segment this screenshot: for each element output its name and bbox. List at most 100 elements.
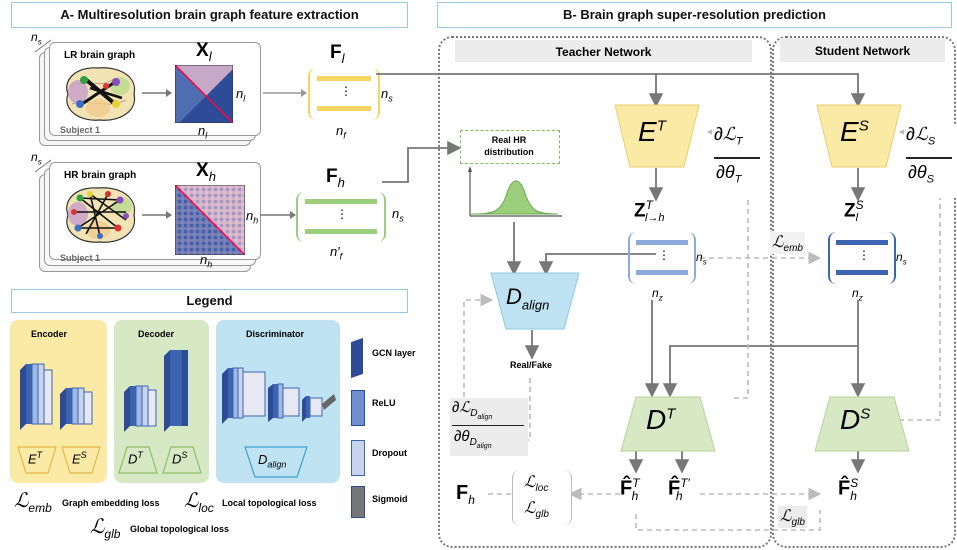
subject-1-label-b: Subject 1	[60, 253, 101, 263]
grad-dalign-fraction: ∂ℒDalign ∂θDalign	[450, 398, 528, 456]
lemb-legend-text: Graph embedding loss	[62, 498, 160, 508]
fh-hat-t-label: F̂Th	[620, 476, 640, 503]
fl-matrix: ⋮	[308, 68, 380, 120]
loss-bracket	[512, 470, 572, 526]
lr-adjacency-matrix	[175, 65, 233, 123]
encoder-label: Encoder	[31, 329, 68, 339]
sigmoid-swatch	[351, 486, 365, 518]
fh-input-label: Fh	[456, 482, 475, 507]
dt-decoder-shape	[620, 396, 716, 452]
real-hr-distribution-box	[460, 130, 560, 164]
zt-ns-label: ns	[696, 250, 707, 267]
nl-bottom-label: nl	[198, 123, 208, 141]
lglb-bracket-label: ℒglb	[524, 500, 549, 521]
ns-diagonal-arrow-bottom	[34, 159, 52, 173]
student-network-region	[772, 36, 956, 548]
subject-1-label-a: Subject 1	[60, 125, 101, 135]
fh-ns-label: ns	[392, 206, 404, 224]
hr-label: HR brain graph	[64, 170, 137, 181]
dt-legend-label: DT	[128, 450, 143, 467]
zs-nz-label: nz	[852, 286, 863, 303]
zt-nz-label: nz	[652, 286, 663, 303]
fh-hat-s-label: F̂Sh	[838, 476, 859, 503]
panel-b-title: B- Brain graph super-resolution predicti…	[437, 2, 952, 28]
zt-label: ZTl→h	[634, 198, 665, 225]
panel-a-title: A- Multiresolution brain graph feature e…	[11, 2, 408, 28]
fh-matrix: ⋮	[296, 192, 386, 242]
lglb-legend-text: Global topological loss	[130, 524, 230, 534]
zs-matrix: ⋮	[828, 232, 896, 284]
lloc-label: ℒloc	[524, 474, 549, 495]
hr-brain-graph-image	[66, 187, 136, 243]
grad-t-fraction: ∂ℒT ∂θT	[712, 124, 764, 198]
zt-matrix: ⋮	[628, 232, 696, 284]
arrow-matrix-to-fl	[263, 89, 307, 97]
arrow-hr-to-matrix	[142, 211, 172, 219]
arrow-hr-matrix-to-fh	[260, 211, 296, 219]
real-hr-distribution-label: Real HR distribution	[484, 135, 534, 157]
lemb-legend-symbol: ℒemb	[14, 490, 52, 515]
lemb-label: ℒemb	[770, 232, 805, 255]
real-fake-label: Real/Fake	[510, 360, 553, 370]
ns-label-top: ns	[31, 30, 42, 47]
student-title-bar	[780, 38, 945, 62]
grad-s-fraction: ∂ℒS ∂θS	[904, 124, 956, 198]
nl-right-label: nl	[236, 86, 246, 104]
nh-bottom-label: nh	[200, 252, 213, 270]
relu-label: ReLU	[372, 398, 396, 408]
decoder-label: Decoder	[138, 329, 175, 339]
fl-ns-label: ns	[381, 86, 393, 104]
lr-brain-graph-image	[66, 67, 136, 121]
et-label: ET	[638, 116, 666, 147]
es-legend-label: ES	[72, 450, 87, 467]
es-legend-trapezoid	[61, 446, 101, 479]
lr-label: LR brain graph	[64, 50, 136, 61]
teacher-title: Teacher Network	[555, 45, 652, 59]
lloc-legend-symbol: ℒloc	[184, 490, 214, 515]
zs-label: ZSl	[844, 198, 864, 225]
relu-swatch	[351, 390, 365, 426]
dalign-legend-trapezoid	[244, 446, 308, 483]
ns-label-bottom: ns	[31, 150, 42, 167]
xl-label: Xl	[196, 40, 212, 64]
dalign-legend-label: Dalign	[258, 452, 287, 470]
dt-legend-trapezoid	[118, 446, 158, 479]
fh-label: Fh	[326, 166, 345, 190]
ds-label: DS	[840, 404, 871, 435]
decoder-layers-image	[124, 350, 188, 432]
es-label: ES	[840, 116, 869, 147]
lloc-legend-text: Local topological loss	[222, 498, 317, 508]
discriminator-layers-image	[222, 367, 336, 424]
fh-nf-prime-label: n′f	[330, 244, 343, 262]
et-encoder-shape	[614, 104, 700, 168]
ds-decoder-shape	[814, 396, 910, 452]
sigmoid-label: Sigmoid	[372, 494, 408, 504]
teacher-network-region	[438, 36, 772, 548]
fl-nf-label: nf	[336, 123, 346, 141]
xh-label: Xh	[196, 160, 216, 184]
hr-adjacency-matrix	[175, 185, 245, 255]
encoder-layers-image	[20, 363, 93, 430]
dropout-swatch	[351, 440, 365, 476]
ds-legend-trapezoid	[162, 446, 202, 479]
et-legend-label: ET	[28, 450, 43, 467]
dt-label: DT	[646, 404, 676, 435]
ds-legend-label: DS	[172, 450, 188, 467]
nh-right-label: nh	[246, 208, 259, 226]
lglb-legend-symbol: ℒglb	[90, 516, 121, 541]
legend-title: Legend	[11, 289, 408, 313]
dalign-label: Dalign	[506, 284, 550, 313]
fl-label: Fl	[330, 42, 345, 66]
dropout-label: Dropout	[372, 448, 407, 458]
es-encoder-shape	[816, 104, 902, 168]
ns-diagonal-arrow-top	[34, 39, 52, 53]
lglb-label: ℒglb	[778, 506, 807, 529]
teacher-title-bar	[455, 40, 752, 62]
student-title: Student Network	[814, 44, 911, 58]
et-legend-trapezoid	[17, 446, 57, 479]
fh-hat-tprime-label: F̂T′h	[668, 476, 690, 503]
arrow-lr-to-matrix	[142, 89, 172, 97]
discriminator-label: Discriminator	[246, 329, 305, 339]
zs-ns-label: ns	[896, 250, 907, 267]
